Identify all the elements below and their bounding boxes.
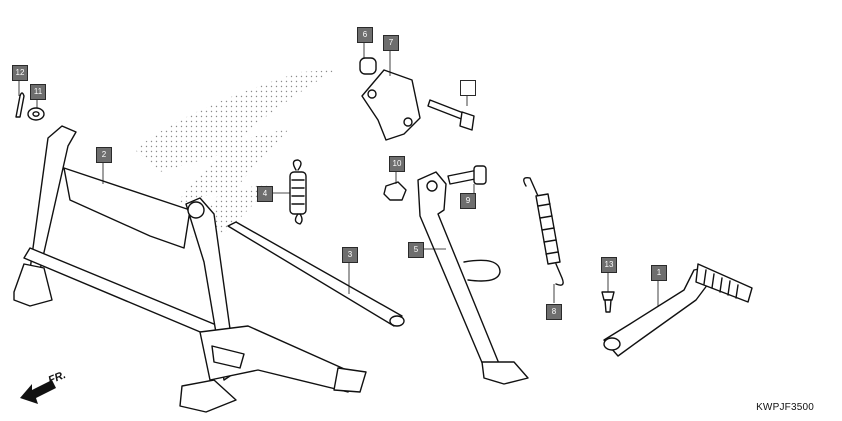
callout-7: 7 <box>383 35 399 51</box>
callout-11: 11 <box>30 84 46 100</box>
pivot-shaft-part <box>227 221 405 327</box>
callout-blank <box>460 80 476 96</box>
kick-arm-bolt-part <box>601 291 615 313</box>
side-stand-bracket-part <box>361 69 421 141</box>
callout-4: 4 <box>257 186 273 202</box>
main-stand-part <box>13 125 367 413</box>
side-stand-bolt-part <box>447 165 487 185</box>
side-stand-spring-part <box>523 176 564 286</box>
kick-starter-arm-part <box>603 263 753 357</box>
callout-3: 3 <box>342 247 358 263</box>
side-stand-part <box>417 171 529 385</box>
callout-12: 12 <box>12 65 28 81</box>
callout-10: 10 <box>389 156 405 172</box>
callout-8: 8 <box>546 304 562 320</box>
front-direction-arrow-icon <box>20 380 56 404</box>
diagram-code: KWPJF3500 <box>756 402 814 413</box>
flange-bolt-part <box>427 99 475 131</box>
front-direction-label: FR. <box>47 369 68 387</box>
callout-13: 13 <box>601 257 617 273</box>
stand-spring-part <box>289 159 307 225</box>
callout-leader-lines <box>18 42 659 306</box>
washer-part <box>27 107 45 121</box>
nut-part <box>383 181 407 201</box>
wing-logo-watermark <box>135 70 335 240</box>
callout-9: 9 <box>460 193 476 209</box>
callout-2: 2 <box>96 147 112 163</box>
cotter-pin-part <box>15 92 25 118</box>
callout-1: 1 <box>651 265 667 281</box>
callout-6: 6 <box>357 27 373 43</box>
collar-part <box>359 57 377 75</box>
callout-5: 5 <box>408 242 424 258</box>
